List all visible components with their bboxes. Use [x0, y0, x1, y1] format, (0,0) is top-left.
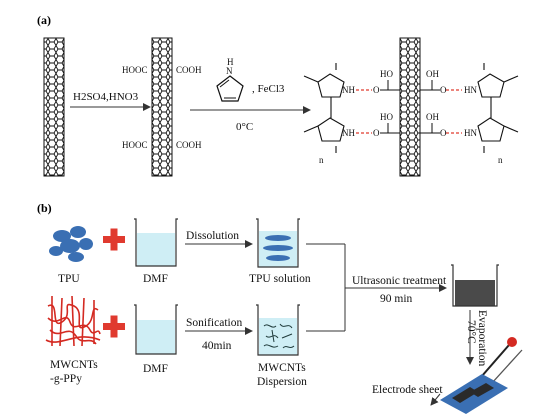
oxygen-label-3: O — [373, 128, 380, 138]
cooh-label-top-left: HOOC — [122, 65, 148, 75]
oh-label-1: OH — [426, 69, 439, 79]
mwcnt-ppy-icon — [45, 295, 101, 347]
electrode-arrow — [430, 393, 441, 406]
oxidant-label: , FeCl3 — [252, 83, 285, 95]
cooh-label-bottom-left: HOOC — [122, 140, 148, 150]
acid-reagents-label: H2SO4,HNO3 — [73, 91, 139, 103]
sonification-label: Sonification — [186, 317, 242, 329]
tpu-pellets-icon — [49, 226, 93, 262]
dispersion-label-line1: MWCNTs — [258, 362, 306, 374]
dissolution-label: Dissolution — [186, 230, 239, 242]
evaporation-label: Evaporation — [476, 310, 488, 366]
pyrrole-structure — [216, 75, 244, 102]
ho-label-2: HO — [380, 112, 393, 122]
pyrrole-h-label: H — [227, 57, 234, 67]
nh-label-1: NH — [342, 85, 355, 95]
oh-label-2: OH — [426, 112, 439, 122]
electrode-sheet-icon — [440, 374, 508, 414]
plus-icon-2 — [103, 315, 125, 338]
panel-a-label: (a) — [37, 13, 51, 27]
nh-label-2: NH — [342, 128, 355, 138]
pristine-nanotube — [43, 37, 65, 177]
dmf-label-2: DMF — [143, 363, 168, 375]
tpu-label: TPU — [58, 273, 80, 285]
ultrasonic-time: 90 min — [380, 293, 413, 305]
mwcnt-label-line1: MWCNTs — [50, 359, 98, 371]
ho-label-1: HO — [380, 69, 393, 79]
pyrrole-n-label: N — [226, 66, 233, 76]
mwcnt-dispersion-beaker — [256, 304, 300, 356]
merge-connector — [306, 243, 447, 332]
repeat-n-right: n — [498, 155, 503, 165]
hn-label-1: HN — [464, 85, 477, 95]
oxygen-label-2: O — [440, 85, 447, 95]
dispersion-label-line2: Dispersion — [257, 376, 307, 388]
mwcnt-label-line2: -g-PPy — [50, 373, 82, 385]
mixture-beaker — [451, 264, 499, 307]
hn-label-2: HN — [464, 128, 477, 138]
oxygen-label-1: O — [373, 85, 380, 95]
temperature-label: 0°C — [236, 121, 253, 133]
dmf-beaker-2 — [134, 304, 178, 355]
product-composite — [303, 37, 519, 177]
evaporation-temp: 70°C — [465, 320, 477, 344]
tpu-solution-beaker — [256, 218, 300, 268]
dmf-beaker-1 — [134, 218, 178, 267]
electrode-label: Electrode sheet — [372, 384, 443, 396]
repeat-n-left: n — [319, 155, 324, 165]
dmf-label-1: DMF — [143, 273, 168, 285]
tpu-solution-label: TPU solution — [249, 273, 311, 285]
oxygen-label-4: O — [440, 128, 447, 138]
cooh-label-top-right: COOH — [176, 65, 202, 75]
panel-b-label: (b) — [37, 201, 52, 215]
carboxylated-nanotube — [151, 37, 173, 177]
cooh-label-bottom-right: COOH — [176, 140, 202, 150]
ultrasonic-label: Ultrasonic treatment — [352, 275, 447, 287]
plus-icon-1 — [103, 228, 125, 251]
sonification-time: 40min — [202, 340, 232, 352]
